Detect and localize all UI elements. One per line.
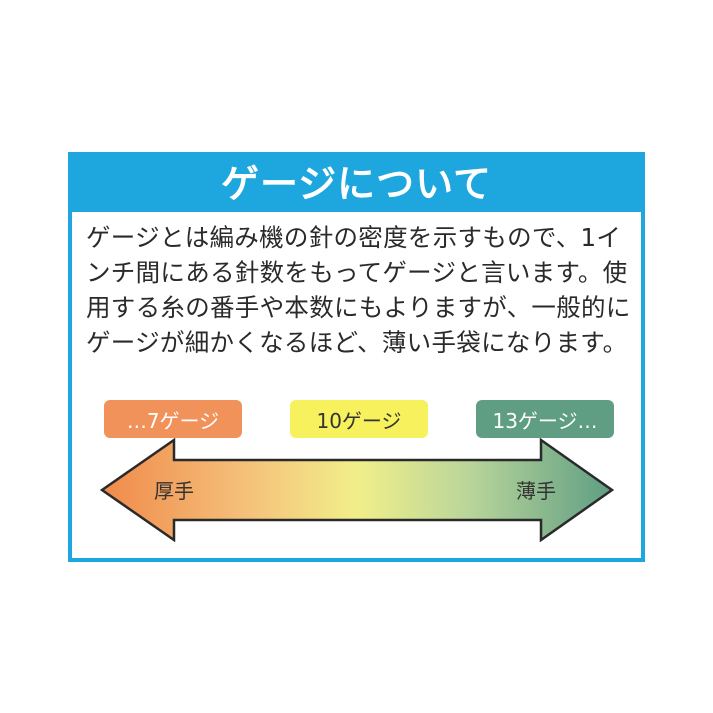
thickness-arrow: 厚手 薄手 bbox=[100, 438, 615, 542]
double-arrow-icon: 厚手 薄手 bbox=[100, 438, 615, 542]
arrow-shape bbox=[100, 438, 615, 542]
arrow-right-label: 薄手 bbox=[516, 479, 556, 503]
panel-title: ゲージについて bbox=[220, 162, 493, 206]
gauge-info-panel: ゲージについて ゲージとは編み機の針の密度を示すもので、1インチ間にある針数をも… bbox=[68, 152, 645, 562]
panel-header: ゲージについて bbox=[72, 156, 641, 212]
arrow-left-label: 厚手 bbox=[154, 479, 194, 503]
gauge-10-label: 10ゲージ bbox=[290, 400, 428, 438]
gauge-7-label: …7ゲージ bbox=[104, 400, 242, 438]
gauge-13-label: 13ゲージ… bbox=[476, 400, 614, 438]
panel-description: ゲージとは編み機の針の密度を示すもので、1インチ間にある針数をもってゲージと言い… bbox=[86, 223, 631, 357]
